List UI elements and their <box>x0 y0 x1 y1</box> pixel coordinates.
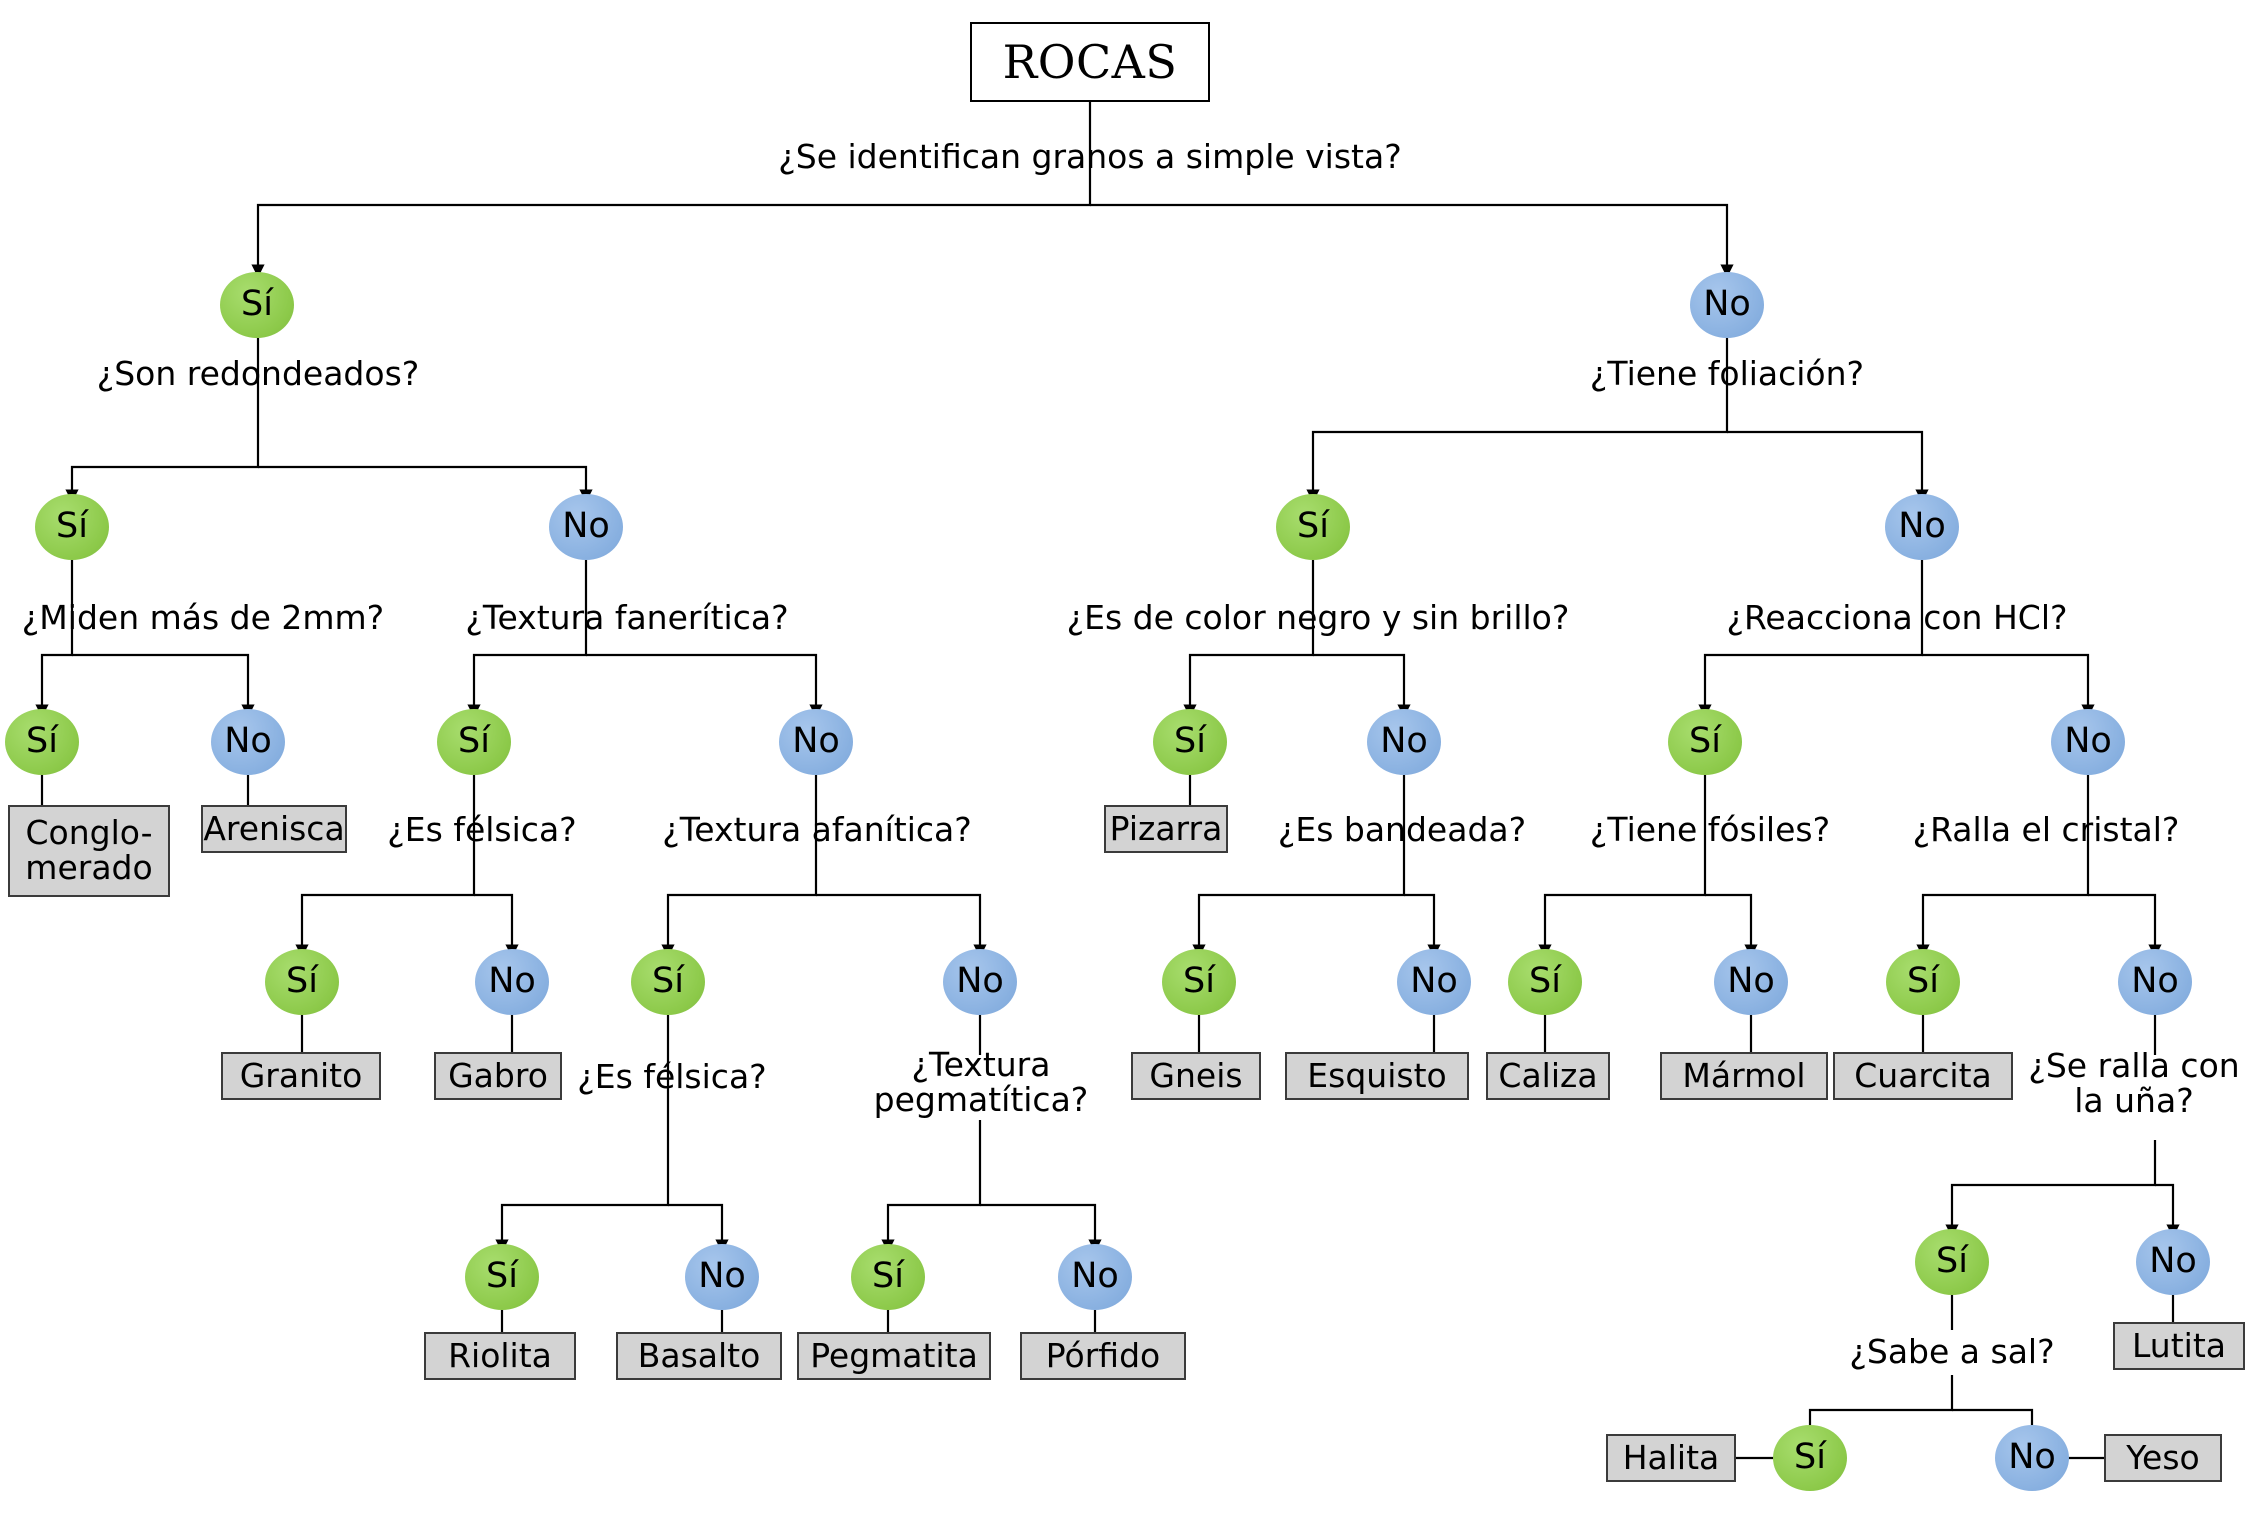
answer-yes-bandeada[interactable]: Sí <box>1162 949 1236 1015</box>
answer-no-redondeados[interactable]: No <box>549 494 623 560</box>
root-title-box: ROCAS <box>970 22 1210 102</box>
answer-yes-felsica-2[interactable]: Sí <box>465 1244 539 1310</box>
answer-no-felsica-2[interactable]: No <box>685 1244 759 1310</box>
answer-no-bandeada[interactable]: No <box>1397 949 1471 1015</box>
answer-no-felsica-1[interactable]: No <box>475 949 549 1015</box>
result-caliza: Caliza <box>1486 1052 1610 1100</box>
answer-no-ralla-cristal[interactable]: No <box>2118 949 2192 1015</box>
answer-no-2mm[interactable]: No <box>211 709 285 775</box>
answer-no-fanerita[interactable]: No <box>779 709 853 775</box>
answer-yes-pegmatitica[interactable]: Sí <box>851 1244 925 1310</box>
answer-no-pegmatitica[interactable]: No <box>1058 1244 1132 1310</box>
question-reacciona-hcl: ¿Reacciona con HCl? <box>1726 597 2068 637</box>
question-felsica-1: ¿Es félsica? <box>387 809 577 849</box>
answer-no-ralla-una[interactable]: No <box>2136 1229 2210 1295</box>
result-granito: Granito <box>221 1052 381 1100</box>
answer-no-afanitica[interactable]: No <box>943 949 1017 1015</box>
question-foliacion: ¿Tiene foliación? <box>1589 353 1865 393</box>
result-arenisca: Arenisca <box>201 805 347 853</box>
answer-yes-negro[interactable]: Sí <box>1153 709 1227 775</box>
answer-yes-ralla-cristal[interactable]: Sí <box>1886 949 1960 1015</box>
question-felsica-2: ¿Es félsica? <box>577 1056 767 1096</box>
answer-yes-sabe-sal[interactable]: Sí <box>1773 1425 1847 1491</box>
question-redondeados: ¿Son redondeados? <box>96 353 420 393</box>
answer-no-hcl[interactable]: No <box>2051 709 2125 775</box>
question-negro-sin-brillo: ¿Es de color negro y sin brillo? <box>1066 597 1570 637</box>
result-porfido: Pórfido <box>1020 1332 1186 1380</box>
question-pegmatitica: ¿Textura pegmatítica? <box>873 1045 1089 1119</box>
answer-yes-ralla-una[interactable]: Sí <box>1915 1229 1989 1295</box>
result-riolita: Riolita <box>424 1332 576 1380</box>
result-basalto: Basalto <box>616 1332 782 1380</box>
question-ralla-cristal: ¿Ralla el cristal? <box>1912 809 2180 849</box>
answer-yes-granos[interactable]: Sí <box>220 272 294 338</box>
answer-yes-2mm[interactable]: Sí <box>5 709 79 775</box>
question-granos: ¿Se identifican granos a simple vista? <box>778 136 1402 176</box>
result-pizarra: Pizarra <box>1104 805 1228 853</box>
result-cuarcita: Cuarcita <box>1833 1052 2013 1100</box>
result-pegmatita: Pegmatita <box>797 1332 991 1380</box>
answer-no-granos[interactable]: No <box>1690 272 1764 338</box>
result-yeso: Yeso <box>2104 1434 2222 1482</box>
result-marmol: Mármol <box>1660 1052 1828 1100</box>
result-halita: Halita <box>1606 1434 1736 1482</box>
question-fanerita: ¿Textura fanerítica? <box>465 597 789 637</box>
question-ralla-una: ¿Se ralla con la uña? <box>2028 1046 2240 1120</box>
answer-yes-fosiles[interactable]: Sí <box>1508 949 1582 1015</box>
result-conglomerado: Conglo- merado <box>8 805 170 897</box>
answer-yes-afanitica[interactable]: Sí <box>631 949 705 1015</box>
answer-yes-hcl[interactable]: Sí <box>1668 709 1742 775</box>
answer-no-sabe-sal[interactable]: No <box>1995 1425 2069 1491</box>
question-afanitica: ¿Textura afanítica? <box>662 809 972 849</box>
answer-yes-foliacion[interactable]: Sí <box>1276 494 1350 560</box>
question-fosiles: ¿Tiene fósiles? <box>1589 809 1831 849</box>
answer-no-negro[interactable]: No <box>1367 709 1441 775</box>
question-sabe-sal: ¿Sabe a sal? <box>1849 1331 2055 1371</box>
question-bandeada: ¿Es bandeada? <box>1277 809 1527 849</box>
result-gneis: Gneis <box>1131 1052 1261 1100</box>
answer-no-foliacion[interactable]: No <box>1885 494 1959 560</box>
answer-yes-redondeados[interactable]: Sí <box>35 494 109 560</box>
question-2mm: ¿Miden más de 2mm? <box>21 597 385 637</box>
result-esquisto: Esquisto <box>1285 1052 1469 1100</box>
answer-no-fosiles[interactable]: No <box>1714 949 1788 1015</box>
answer-yes-fanerita[interactable]: Sí <box>437 709 511 775</box>
result-gabro: Gabro <box>434 1052 562 1100</box>
result-lutita: Lutita <box>2113 1322 2245 1370</box>
answer-yes-felsica-1[interactable]: Sí <box>265 949 339 1015</box>
